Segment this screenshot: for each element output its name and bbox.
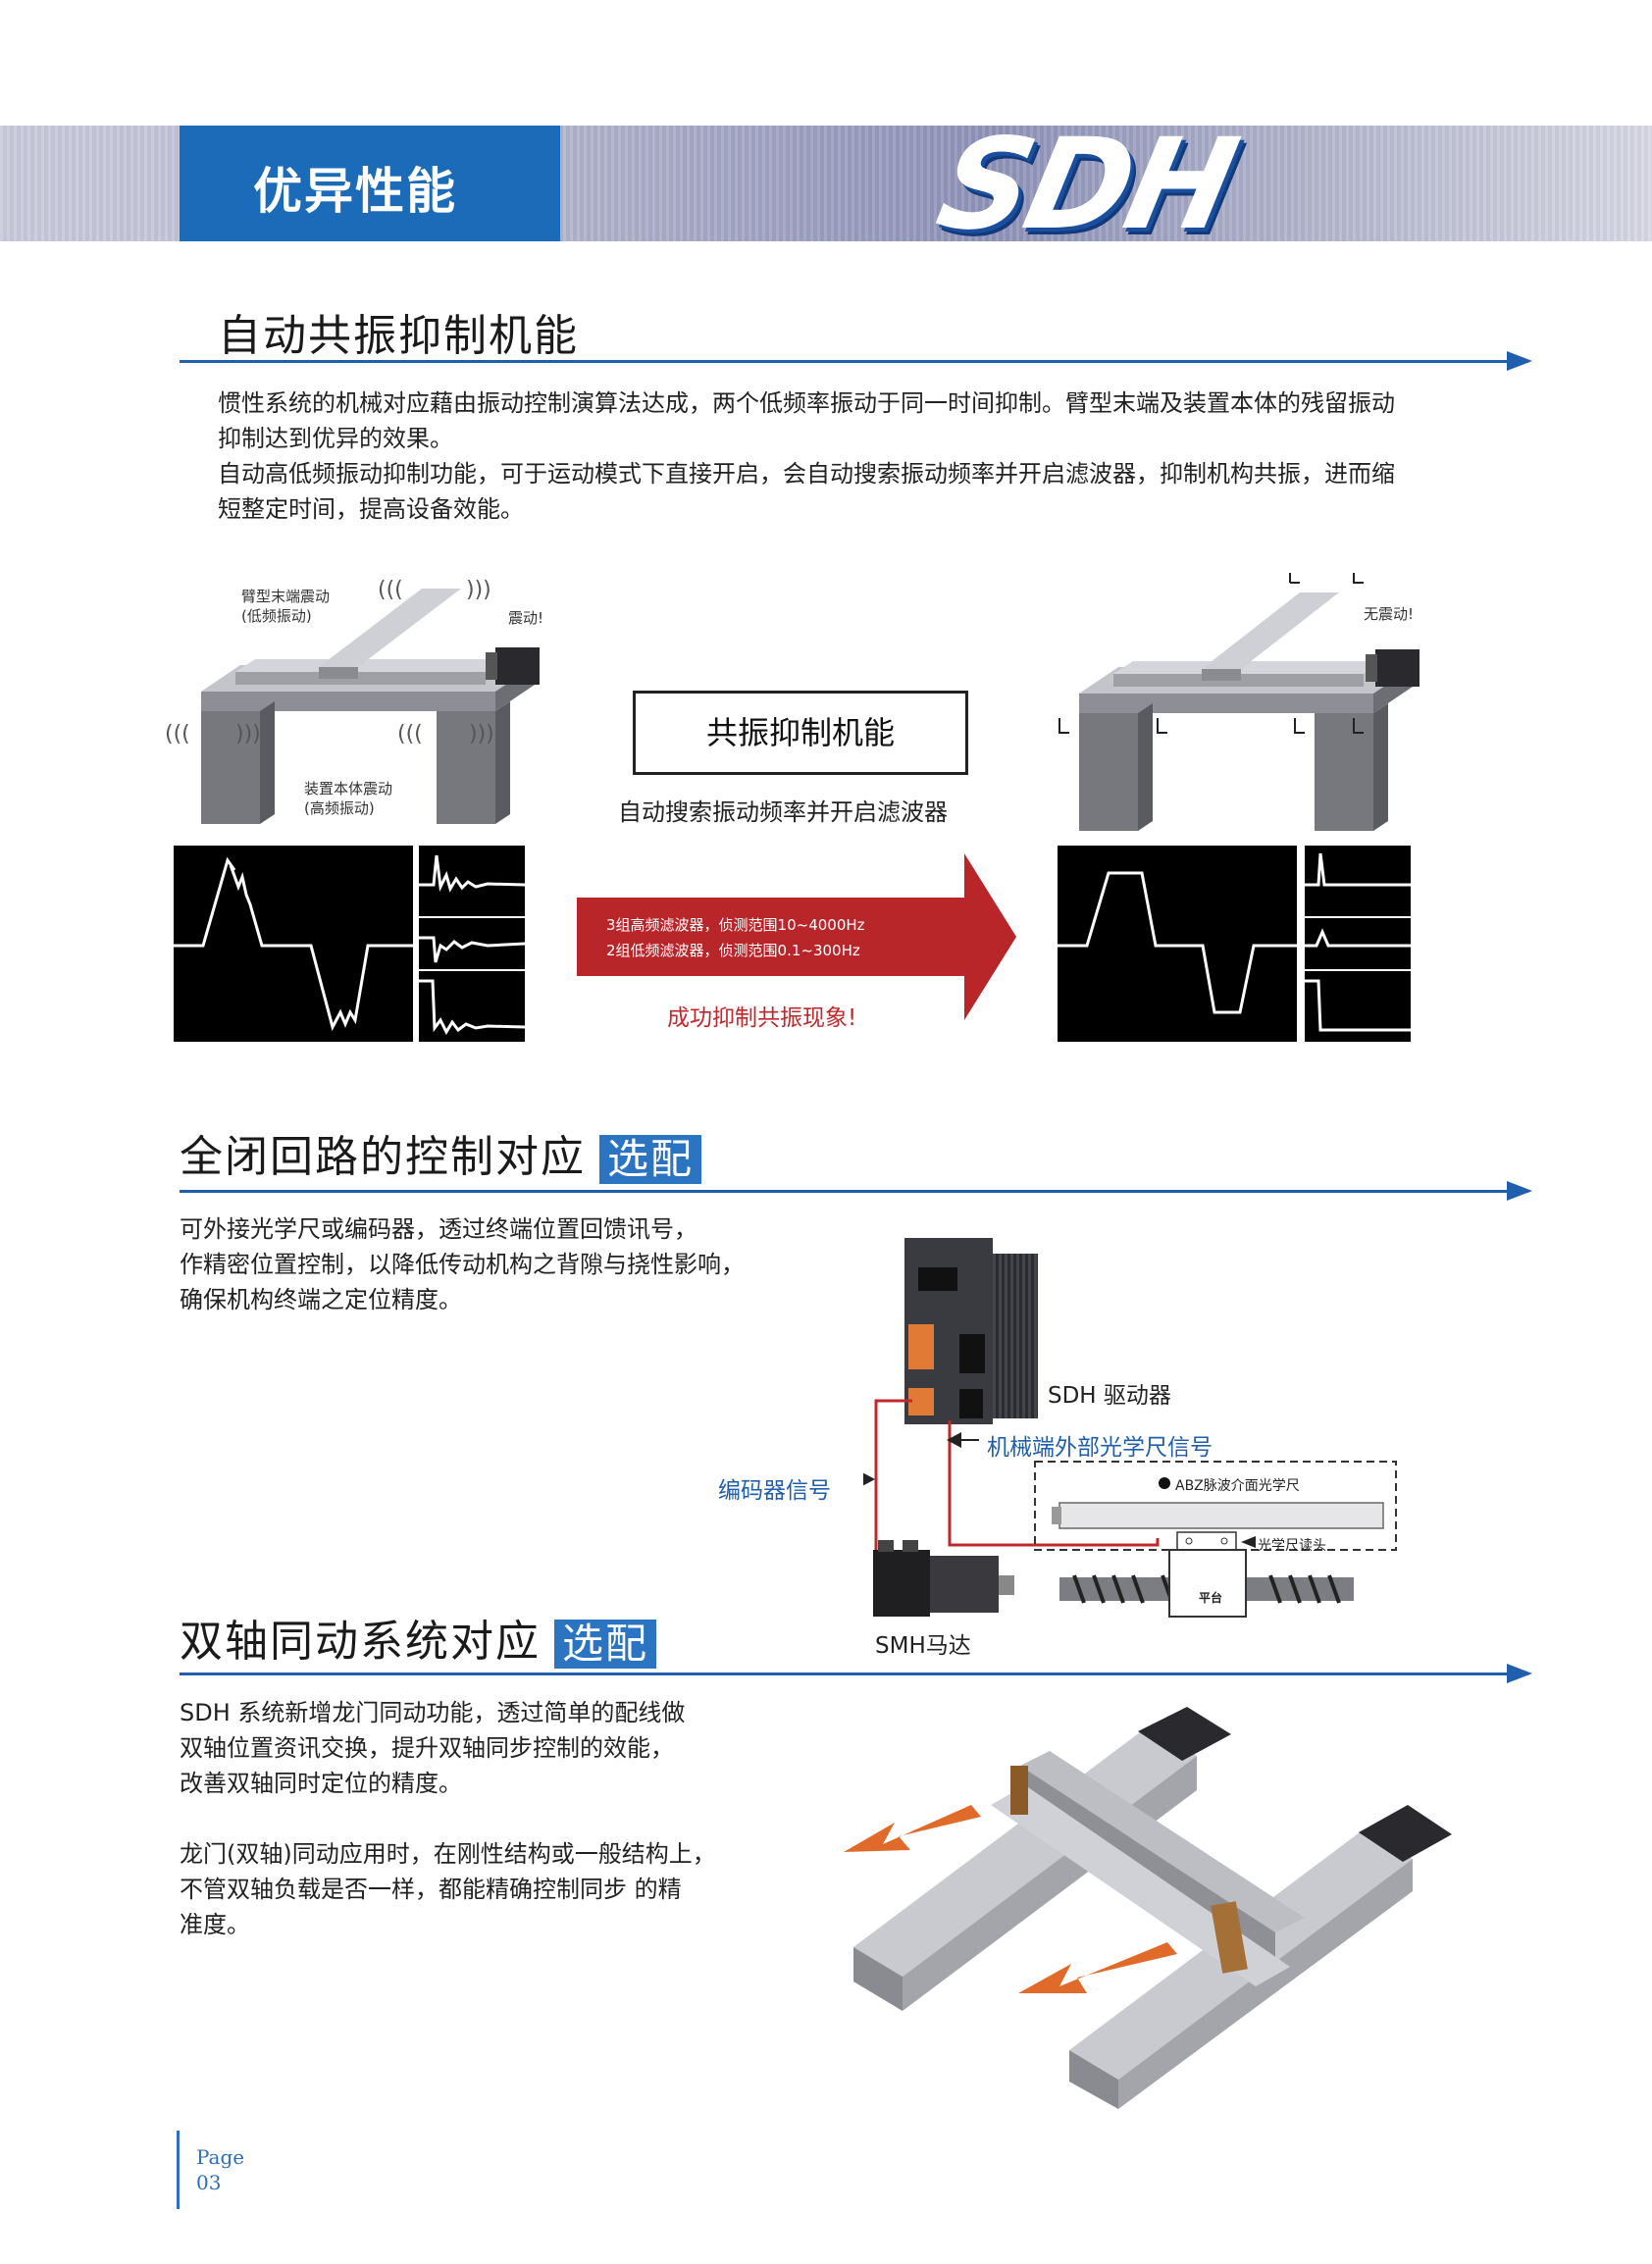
para-line: 惯性系统的机械对应藉由振动控制演算法达成，两个低频率振动于同一时间抑制。臂型末端… [218,389,1395,417]
header-title-box [180,126,560,241]
driver-label: SDH 驱动器 [1048,1383,1171,1409]
scope-after-top [1305,846,1411,916]
section1-title: 自动共振抑制机能 [218,311,579,361]
section3-paragraph: SDH 系统新增龙门同动功能，透过简单的配线做 双轴位置资讯交换，提升双轴同步控… [180,1695,788,1942]
filter-arrow [577,853,1016,1020]
machine-illustration-right [1058,573,1420,831]
optional-tag: 选配 [554,1620,657,1669]
section2-title: 全闭回路的控制对应选配 [180,1121,702,1184]
function-caption: 自动搜索振动频率并开启滤波器 [618,798,948,826]
body-vibration-label: 装置本体震动 (高频振动) [304,780,393,817]
svg-text:(((: ((( [378,578,403,602]
para-line: 双轴位置资讯交换，提升双轴同步控制的效能， [180,1734,674,1762]
scope-after-bottom [1305,971,1411,1042]
optional-tag: 选配 [599,1135,702,1184]
arm-vibration-label: 臂型末端震动 (低频振动) [241,588,331,625]
encoder-signal-label: 编码器信号 [718,1478,831,1504]
arrow-text-low: 2组低频滤波器，侦测范围0.1~300Hz [606,942,860,959]
scope-before-top [419,846,525,916]
scope-after-mid [1305,918,1411,969]
svg-text:(((: ((( [397,722,423,746]
machine-illustration-left: ((( ))) ((( ))) ((( ))) [165,578,540,824]
scope-after-main [1058,846,1297,1042]
section2-paragraph: 可外接光学尺或编码器，透过终端位置回馈讯号， 作精密位置控制，以降低传动机构之背… [180,1211,827,1317]
para-line: 作精密位置控制，以降低传动机构之背隙与挠性影响， [180,1251,745,1278]
success-text: 成功抑制共振现象! [667,1005,857,1031]
para-line: 可外接光学尺或编码器，透过终端位置回馈讯号， [180,1215,697,1243]
sdh-logo: SDH [926,112,1246,258]
para-line [180,1801,788,1836]
page-marker [177,2131,180,2209]
page-number: Page 03 [196,2145,245,2194]
svg-text:))): ))) [469,722,494,746]
section3-rule [180,1664,1532,1683]
section3-title: 双轴同动系统对应选配 [180,1606,657,1669]
para-line: 短整定时间，提高设备效能。 [218,495,524,523]
scale-signal-label: 机械端外部光学尺信号 [987,1435,1213,1461]
scope-before-mid [419,918,525,969]
section1-rule [180,351,1532,371]
scope-before-bottom [419,971,525,1042]
section2-title-text: 全闭回路的控制对应 [180,1132,586,1182]
svg-text:(((: ((( [165,722,190,746]
no-shake-label: 无震动! [1364,605,1415,623]
scope-before-main [174,846,413,1042]
para-line: 抑制达到优异的效果。 [218,425,453,452]
para-line: 准度。 [180,1911,250,1938]
arrow-text-high: 3组高频滤波器，侦测范围10~4000Hz [606,916,865,934]
motor-label: SMH马达 [875,1633,971,1659]
para-line: 龙门(双轴)同动应用时，在刚性结构或一般结构上， [180,1840,716,1868]
closed-loop-diagram [863,1238,1397,1618]
gantry-illustration [844,1707,1452,2109]
para-line: 确保机构终端之定位精度。 [180,1286,462,1313]
shake-label: 震动! [508,609,544,627]
section1-paragraph: 惯性系统的机械对应藉由振动控制演算法达成，两个低频率振动于同一时间抑制。臂型末端… [218,386,1532,527]
abz-scale-label: ABZ脉波介面光学尺 [1175,1478,1300,1494]
para-line: 不管双轴负载是否一样，都能精确控制同步 的精 [180,1876,682,1903]
para-line: 自动高低频振动抑制功能，可于运动模式下直接开启，会自动搜索振动频率并开启滤波器，… [218,460,1395,488]
resonance-suppression-box: 共振抑制机能 [633,691,968,775]
svg-text:))): ))) [466,578,491,602]
section3-title-text: 双轴同动系统对应 [180,1617,541,1667]
svg-text:))): ))) [235,722,261,746]
section2-rule [180,1181,1532,1201]
scale-head-label: 光学尺读头 [1258,1538,1326,1554]
para-line: 改善双轴同时定位的精度。 [180,1770,462,1797]
platform-label: 平台 [1199,1591,1223,1605]
para-line: SDH 系统新增龙门同动功能，透过简单的配线做 [180,1699,686,1726]
header-title: 优异性能 [253,163,457,220]
